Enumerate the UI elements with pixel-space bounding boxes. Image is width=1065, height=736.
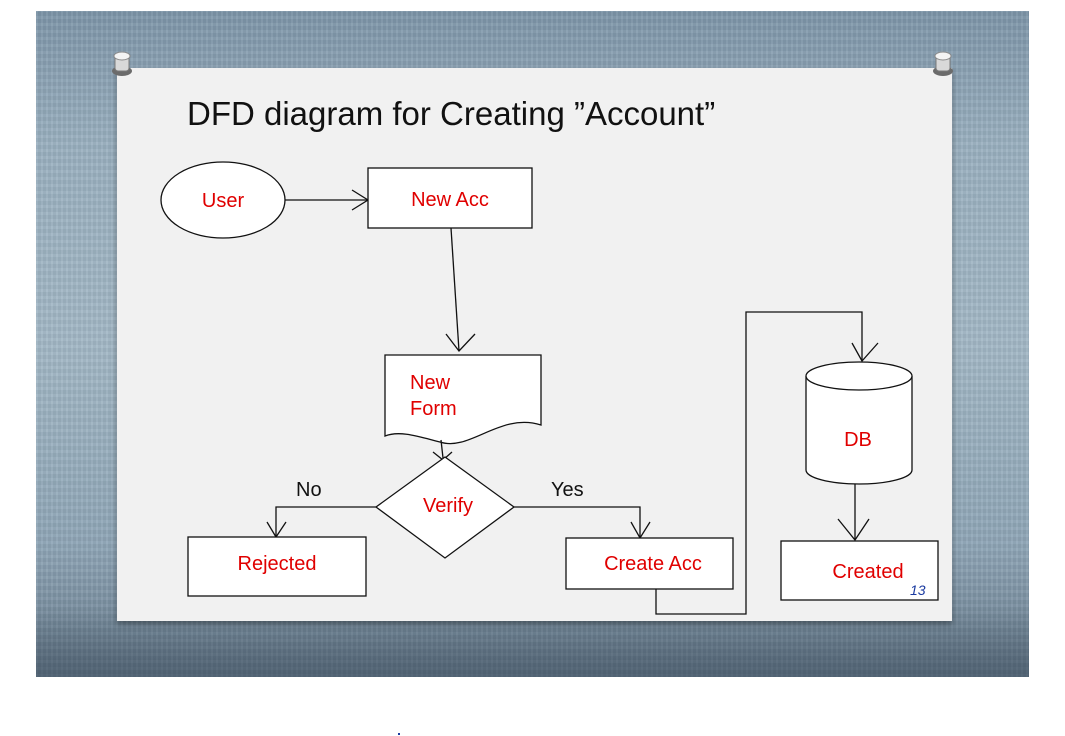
created-process bbox=[780, 540, 939, 601]
stray-dot bbox=[398, 733, 400, 735]
new-acc-label: New Acc bbox=[411, 189, 489, 211]
pushpin-left-icon bbox=[112, 51, 132, 76]
arrowhead-db-icon bbox=[851, 342, 879, 363]
rejected-process bbox=[187, 536, 367, 597]
verify-label: Verify bbox=[423, 495, 473, 517]
no-label: No bbox=[296, 479, 322, 501]
user-label: User bbox=[202, 190, 245, 212]
create-acc-process bbox=[565, 537, 734, 590]
flow-newform-to-verify bbox=[440, 439, 444, 459]
rejected-label: Rejected bbox=[238, 553, 317, 575]
flow-verify-yes bbox=[514, 506, 641, 538]
flow-newacc-to-newform bbox=[450, 227, 460, 352]
db-cylinder-top bbox=[805, 361, 913, 391]
verify-decision bbox=[374, 456, 516, 559]
new-form-document bbox=[384, 354, 542, 445]
slide-title: DFD diagram for Creating ”Account” bbox=[187, 95, 716, 132]
arrowhead-newform-icon bbox=[445, 333, 476, 353]
new-form-label-line2: Form bbox=[410, 398, 457, 420]
db-cylinder-body bbox=[805, 376, 913, 485]
db-label: DB bbox=[844, 429, 872, 451]
create-acc-label: Create Acc bbox=[604, 553, 702, 575]
yes-label: Yes bbox=[551, 479, 584, 501]
flow-verify-no bbox=[275, 506, 376, 537]
new-acc-process bbox=[367, 167, 533, 229]
created-label: Created bbox=[832, 561, 903, 583]
new-form-label-line1: New bbox=[410, 372, 451, 394]
arrowhead-created-icon bbox=[837, 518, 870, 542]
page-number: 13 bbox=[910, 582, 926, 598]
pushpin-right-icon bbox=[933, 51, 953, 76]
flow-createacc-to-db bbox=[655, 311, 863, 615]
slide-card bbox=[117, 68, 952, 621]
